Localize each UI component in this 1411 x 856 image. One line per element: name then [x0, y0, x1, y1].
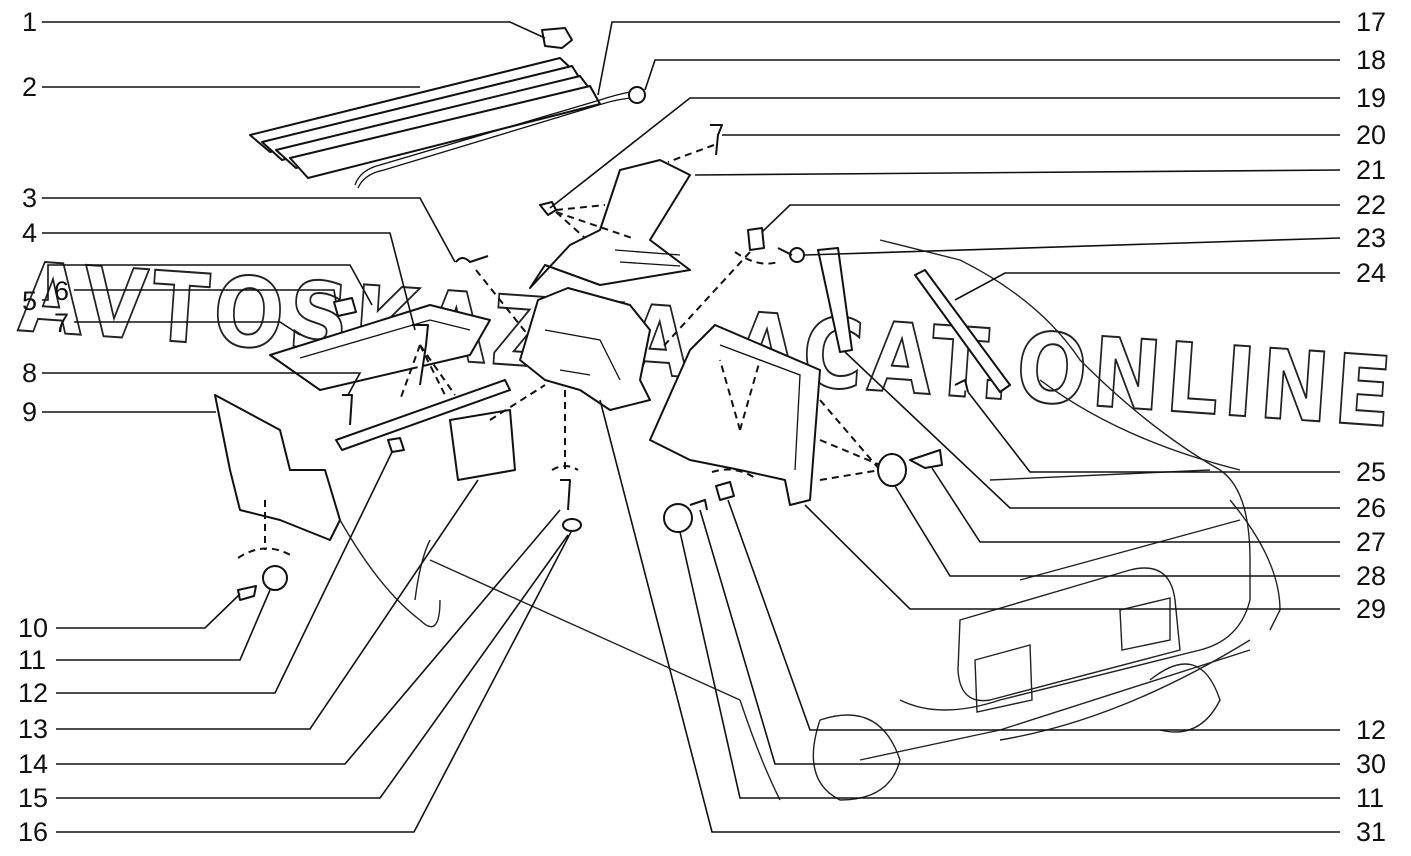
part-26-pillar-trim	[817, 247, 853, 353]
part-10-screw	[237, 585, 257, 601]
callout-4: 4	[22, 218, 37, 248]
callout-28: 28	[1356, 561, 1386, 591]
part-30-screw	[689, 499, 708, 511]
callout-6: 6	[54, 276, 69, 306]
part-6-block	[333, 297, 357, 317]
callout-27: 27	[1356, 527, 1386, 557]
part-1-clip	[541, 27, 573, 49]
callout-11-right: 11	[1356, 783, 1384, 813]
callout-9: 9	[22, 397, 37, 427]
callout-15: 15	[18, 783, 48, 813]
callouts-right: 17 18 19 20 21 22 23 24 25 26 27 28 29 1…	[1356, 7, 1386, 847]
callout-20: 20	[1356, 120, 1386, 150]
part-8-strip	[335, 379, 511, 451]
callout-12-right: 12	[1356, 715, 1386, 745]
part-16-washer	[562, 518, 582, 532]
callout-26: 26	[1356, 493, 1386, 523]
part-24-trim-strip	[914, 269, 1011, 393]
leader-lines	[42, 21, 1341, 833]
part-4-tray	[269, 304, 491, 391]
callout-18: 18	[1356, 45, 1386, 75]
callout-31: 31	[1356, 817, 1386, 847]
part-21-bracket	[529, 159, 691, 289]
callout-19: 19	[1356, 83, 1386, 113]
parts-group	[214, 27, 1011, 601]
callout-14: 14	[18, 749, 48, 779]
part-25-screw	[954, 379, 969, 393]
part-27-fastener	[909, 449, 943, 469]
callout-22: 22	[1356, 190, 1386, 220]
callout-5: 5	[22, 286, 37, 316]
callout-13: 13	[18, 714, 48, 744]
part-9-side-panel	[214, 394, 341, 541]
callout-23: 23	[1356, 223, 1386, 253]
callout-29: 29	[1356, 594, 1386, 624]
callout-25: 25	[1356, 457, 1386, 487]
callout-7: 7	[54, 308, 69, 338]
part-2-seal-strips	[249, 57, 601, 179]
part-5-screw	[412, 324, 429, 386]
part-12-clip	[387, 437, 405, 453]
part-31-trim-panel	[519, 287, 651, 411]
callout-3: 3	[22, 183, 37, 213]
part-19-screw	[539, 201, 557, 216]
part-17-rod	[354, 91, 631, 186]
part-23-screw-head	[789, 247, 805, 263]
callout-10: 10	[18, 613, 48, 643]
part-11-cap-right	[663, 503, 693, 533]
part-12-clip-right	[715, 481, 735, 501]
callout-17: 17	[1356, 7, 1386, 37]
callouts-left: 1 2 3 4 5 6 7 8 9 10 11 12 13 14 15 16	[18, 7, 69, 847]
callout-12: 12	[18, 678, 48, 708]
callout-2: 2	[22, 72, 37, 102]
callout-11: 11	[18, 645, 46, 675]
part-18-plug	[628, 86, 646, 104]
callout-30: 30	[1356, 749, 1386, 779]
part-14-bolt	[560, 479, 571, 511]
callout-8: 8	[22, 358, 37, 388]
part-22-clip	[747, 227, 765, 251]
callout-1: 1	[22, 7, 37, 37]
part-11-cap	[262, 565, 288, 591]
callout-24: 24	[1356, 258, 1386, 288]
part-28-plug	[877, 453, 907, 487]
part-20-screw	[710, 124, 723, 156]
part-13-cover	[449, 409, 516, 481]
callout-16: 16	[18, 817, 48, 847]
part-7-screw	[342, 394, 353, 426]
part-3-screw	[455, 255, 489, 263]
callout-21: 21	[1356, 155, 1386, 185]
